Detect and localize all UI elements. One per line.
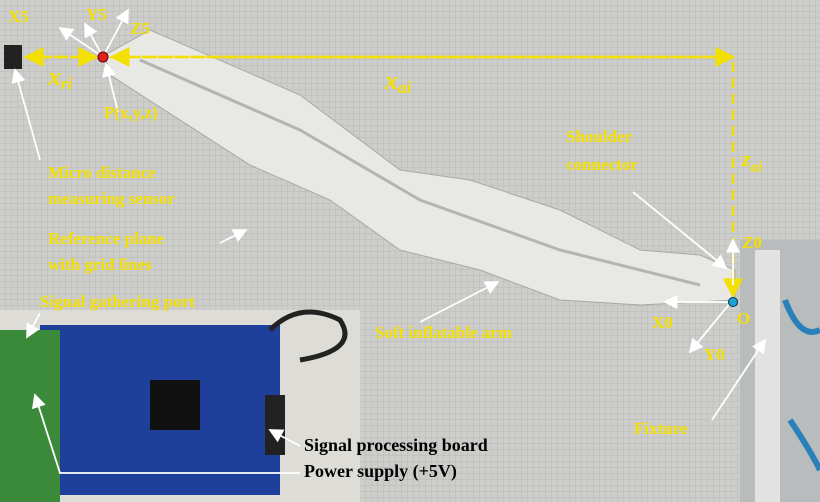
- z5-axis-label: Z5: [130, 19, 150, 38]
- measurement-point: [97, 51, 109, 63]
- board-label: Signal processing board: [304, 435, 488, 455]
- fixture: [755, 250, 780, 502]
- cable: [268, 309, 348, 363]
- z-ai-sub: ai: [750, 159, 763, 176]
- mcu-chip: [150, 380, 200, 430]
- sensor-label-1: Micro distance: [48, 163, 156, 182]
- micro-distance-sensor: [4, 45, 22, 69]
- power-label: Power supply (+5V): [304, 461, 457, 481]
- x0-axis-label: X0: [652, 313, 673, 332]
- x-ri-distance-label: xri: [48, 62, 73, 93]
- plane-label-1: Reference plane: [48, 229, 165, 248]
- plane-label-2: with grid lines: [48, 255, 152, 274]
- y0-axis-label: Y0: [704, 345, 725, 364]
- cables: [782, 298, 820, 472]
- point-label: P(x,y,z): [104, 103, 158, 122]
- connector-header: [265, 395, 285, 455]
- z-ai-base: z: [742, 146, 751, 171]
- signal-port-label: Signal gathering port: [40, 292, 195, 311]
- z0-axis-label: Z0: [742, 233, 762, 252]
- fixture-label: Fixture: [634, 419, 688, 438]
- x-ai-sub: ai: [398, 78, 412, 97]
- x5-axis-label: X5: [8, 7, 29, 26]
- shoulder-label-2: connector: [566, 155, 638, 174]
- x-ai-distance-label: xai: [385, 66, 412, 97]
- y5-axis-label: Y5: [86, 5, 107, 24]
- arm-label: Soft inflatable arm: [375, 323, 512, 342]
- z-ai-distance-label: zai: [742, 148, 762, 175]
- power-supply-board: [0, 330, 60, 502]
- sensor-label-2: measuring sensor: [48, 189, 176, 208]
- origin-point: [728, 297, 738, 307]
- x-ri-base: x: [48, 62, 61, 91]
- origin-label: O: [737, 309, 751, 328]
- shoulder-label-1: Shoulder: [566, 127, 633, 146]
- x-ai-base: x: [385, 66, 398, 95]
- x-ri-sub: ri: [61, 74, 73, 93]
- arm-seam: [139, 58, 701, 287]
